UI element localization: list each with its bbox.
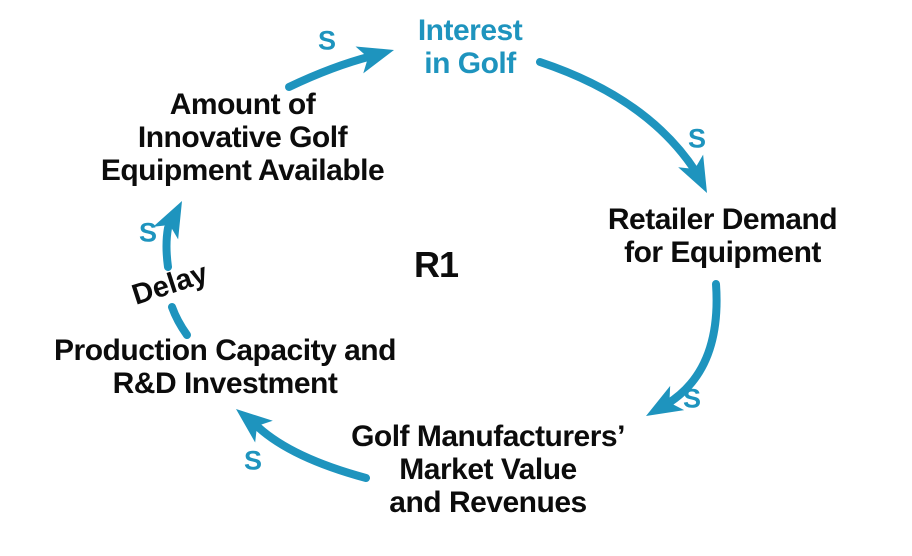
arrow-production-to-innovative-upper-segment (162, 224, 172, 271)
node-manufacturers-market-value: Golf Manufacturers’ Market Value and Rev… (351, 420, 625, 519)
arrow-retailer-to-manufacturers (663, 280, 721, 408)
arrowhead-retailer-to-manufacturers (646, 385, 685, 416)
arrow-manufacturers-to-production (254, 423, 370, 482)
arrow-innovative-to-interest (285, 52, 376, 91)
node-production-capacity: Production Capacity and R&D Investment (54, 334, 396, 400)
arrowhead-interest-to-retailer (678, 154, 707, 193)
polarity-s-interest-to-retailer: S (687, 123, 707, 154)
arrowhead-innovative-to-interest (355, 46, 394, 74)
polarity-s-innovative-to-interest: S (317, 25, 337, 56)
polarity-s-manufacturers-to-production: S (243, 445, 263, 476)
polarity-s-production-to-innovative: S (138, 217, 158, 248)
node-retailer-demand: Retailer Demand for Equipment (607, 203, 838, 269)
arrowhead-production-to-innovative (153, 201, 182, 240)
arrowhead-manufacturers-to-production (236, 409, 273, 443)
polarity-s-retailer-to-manufacturers: S (682, 383, 702, 414)
loop-label-r1: R1 (413, 244, 459, 285)
node-interest-in-golf: Interest in Golf (417, 14, 523, 80)
arrow-production-to-innovative-lower-segment (168, 303, 191, 339)
arrow-interest-to-retailer (536, 58, 700, 176)
node-innovative-equipment: Amount of Innovative Golf Equipment Avai… (100, 88, 385, 187)
